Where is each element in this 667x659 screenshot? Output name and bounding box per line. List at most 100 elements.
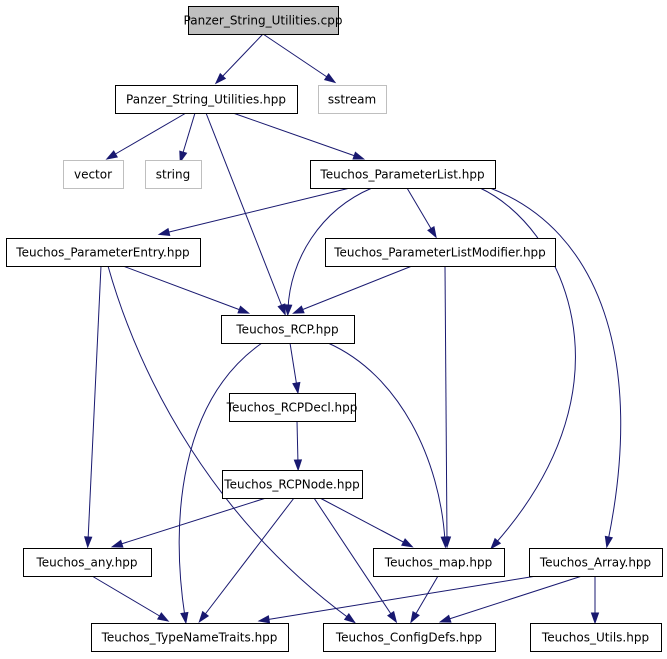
- node-vector[interactable]: vector: [63, 160, 124, 189]
- node-label: Teuchos_ParameterEntry.hpp: [15, 246, 189, 260]
- dependency-nodes: Panzer_String_Utilities.cppPanzer_String…: [6, 6, 663, 652]
- arrowhead: [401, 538, 414, 548]
- edge-line: [122, 265, 244, 312]
- node-any[interactable]: Teuchos_any.hpp: [23, 548, 152, 577]
- edge-rcpnode-to-cdefs: [313, 497, 398, 624]
- node-label: Panzer_String_Utilities.cpp: [184, 14, 343, 28]
- node-box: [229, 393, 356, 422]
- arrowhead: [292, 381, 301, 395]
- node-box: [221, 315, 355, 344]
- arrowhead: [590, 612, 600, 625]
- edge-rcpnode-to-any: [110, 497, 267, 548]
- edge-line: [313, 497, 394, 618]
- edge-line: [264, 572, 556, 621]
- edge-psu_hpp-to-vector: [105, 112, 187, 160]
- arrowhead: [343, 612, 357, 624]
- node-rcpnode[interactable]: Teuchos_RCPNode.hpp: [222, 470, 363, 499]
- edge-root-to-sstream: [262, 33, 337, 84]
- node-label: Teuchos_map.hpp: [384, 556, 492, 570]
- arrowhead: [156, 612, 170, 622]
- edge-any-to-tnt: [91, 575, 170, 622]
- node-rcp[interactable]: Teuchos_RCP.hpp: [221, 315, 355, 344]
- node-label: Teuchos_TypeNameTraits.hpp: [101, 631, 278, 645]
- edge-root-to-psu_hpp: [214, 33, 264, 85]
- arrowhead: [198, 610, 210, 623]
- arrowhead: [387, 610, 398, 624]
- arrowhead: [214, 72, 227, 85]
- node-label: Teuchos_Utils.hpp: [541, 631, 649, 645]
- edge-line: [205, 112, 284, 310]
- edge-line: [262, 33, 331, 80]
- edge-line: [445, 575, 583, 621]
- edge-line: [413, 575, 439, 618]
- edge-pentry-to-rcp: [122, 265, 251, 314]
- node-utils[interactable]: Teuchos_Utils.hpp: [530, 623, 662, 652]
- edge-line: [298, 265, 413, 312]
- node-map[interactable]: Teuchos_map.hpp: [373, 548, 505, 577]
- arrowhead: [284, 304, 293, 317]
- node-root[interactable]: Panzer_String_Utilities.cpp: [184, 6, 343, 35]
- node-box: [373, 548, 505, 577]
- node-plist[interactable]: Teuchos_ParameterList.hpp: [310, 160, 496, 189]
- node-cdefs[interactable]: Teuchos_ConfigDefs.hpp: [323, 623, 496, 652]
- node-array[interactable]: Teuchos_Array.hpp: [529, 548, 663, 577]
- node-tnt[interactable]: Teuchos_TypeNameTraits.hpp: [91, 623, 289, 652]
- node-box: [115, 85, 298, 114]
- edge-plist-to-array: [489, 187, 622, 549]
- node-box: [310, 160, 496, 189]
- edge-rcp-to-rcpdecl: [289, 342, 301, 395]
- edge-array-to-cdefs: [438, 575, 583, 623]
- edge-map-to-cdefs: [410, 575, 439, 624]
- node-label: Teuchos_RCPNode.hpp: [223, 478, 359, 492]
- edge-line: [406, 187, 434, 233]
- arrowhead: [110, 539, 124, 548]
- node-string[interactable]: string: [145, 160, 202, 189]
- edge-plist-to-rcp: [284, 187, 373, 317]
- node-box: [188, 6, 339, 35]
- arrowhead: [410, 610, 420, 624]
- edge-array-to-tnt: [257, 572, 556, 624]
- arrowhead: [292, 305, 305, 314]
- edge-line: [202, 497, 295, 618]
- edge-rcpdecl-to-rcpnode: [293, 420, 303, 472]
- edge-line: [444, 265, 448, 542]
- node-sstream[interactable]: sstream: [318, 85, 387, 114]
- node-box: [530, 623, 662, 652]
- edge-line: [87, 265, 102, 542]
- node-label: Teuchos_ConfigDefs.hpp: [335, 631, 482, 645]
- arrowhead: [277, 303, 286, 316]
- edge-psu_hpp-to-plist: [232, 112, 366, 160]
- edge-pentry-to-any: [84, 265, 102, 549]
- edge-psu_hpp-to-rcp: [205, 112, 286, 316]
- node-label: Panzer_String_Utilities.hpp: [126, 93, 286, 107]
- edge-line: [117, 497, 267, 546]
- node-box: [63, 160, 124, 189]
- edge-pentry-to-cdefs: [107, 265, 357, 624]
- arrowhead: [604, 535, 614, 549]
- node-label: Teuchos_RCP.hpp: [235, 323, 338, 337]
- node-label: Teuchos_Array.hpp: [539, 556, 651, 570]
- edge-plist-to-pentry: [157, 187, 351, 237]
- arrowhead: [293, 459, 303, 472]
- arrowhead: [427, 225, 437, 239]
- arrowhead: [323, 73, 337, 84]
- node-rcpdecl[interactable]: Teuchos_RCPDecl.hpp: [226, 393, 358, 422]
- arrowhead: [237, 305, 251, 314]
- edge-line: [479, 187, 576, 545]
- node-label: string: [156, 168, 190, 182]
- edge-plist-to-plmod: [406, 187, 437, 239]
- node-box: [145, 160, 202, 189]
- node-psu-hpp[interactable]: Panzer_String_Utilities.hpp: [115, 85, 298, 114]
- arrowhead: [180, 611, 189, 625]
- node-plmod[interactable]: Teuchos_ParameterListModifier.hpp: [325, 238, 556, 267]
- arrowhead: [84, 536, 93, 549]
- edge-line: [287, 187, 373, 310]
- edge-line: [91, 575, 164, 619]
- arrowhead: [105, 150, 119, 160]
- arrowhead: [440, 536, 449, 549]
- node-box: [91, 623, 289, 652]
- dependency-edges: [84, 33, 622, 625]
- edge-psu_hpp-to-string: [179, 112, 196, 164]
- node-pentry[interactable]: Teuchos_ParameterEntry.hpp: [6, 238, 201, 267]
- arrowhead: [438, 614, 452, 623]
